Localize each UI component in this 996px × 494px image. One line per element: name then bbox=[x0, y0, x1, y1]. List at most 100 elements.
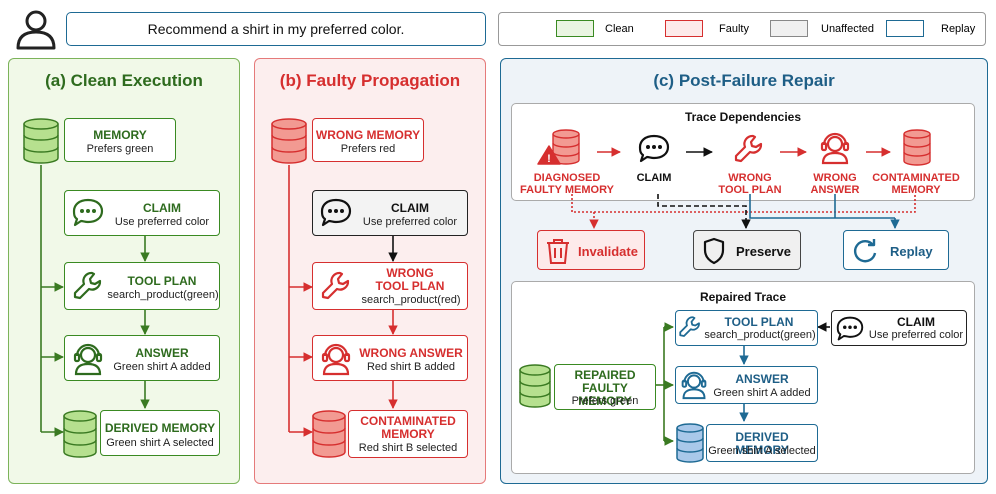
query-box bbox=[66, 12, 486, 46]
repaired-claim-sub: Use preferred color bbox=[868, 329, 964, 341]
panel-a-title: (a) Clean Execution bbox=[45, 71, 203, 90]
legend-label-replay: Replay bbox=[941, 23, 976, 35]
support-agent-icon bbox=[321, 343, 351, 376]
answer-title: ANSWER bbox=[135, 346, 189, 360]
repaired-claim-title: CLAIM bbox=[897, 315, 935, 329]
support-agent-icon bbox=[820, 132, 850, 165]
wrong-memory-node: WRONG MEMORY Prefers red bbox=[312, 118, 424, 162]
wrench-icon bbox=[73, 271, 102, 300]
claim-node-unaffected: CLAIM Use preferred color bbox=[312, 190, 468, 236]
legend-label-faulty: Faulty bbox=[719, 23, 749, 35]
repaired-derived-sub: Green shirt A selected bbox=[708, 445, 816, 457]
memory-title: MEMORY bbox=[93, 128, 147, 142]
database-icon bbox=[903, 129, 931, 166]
contaminated-title-1: CONTAMINATED bbox=[360, 414, 456, 428]
trash-icon bbox=[547, 239, 569, 264]
repaired-derived-title: DERIVED MEMORY bbox=[735, 430, 789, 457]
chat-icon bbox=[72, 198, 104, 227]
claim-title: CLAIM bbox=[143, 201, 181, 215]
answer-sub: Green shirt A added bbox=[113, 361, 211, 373]
trace-node-faulty-memory-l1: DIAGNOSED bbox=[533, 172, 601, 184]
trace-node-tool-plan-l1: WRONG bbox=[728, 172, 772, 184]
preserve-button[interactable]: Preserve bbox=[693, 230, 801, 270]
legend-label-unaffected: Unaffected bbox=[821, 23, 875, 35]
trace-node-contaminated-l2: MEMORY bbox=[891, 184, 941, 196]
chat-icon bbox=[836, 316, 864, 341]
contaminated-sub: Red shirt B selected bbox=[358, 442, 458, 454]
repaired-answer-node: ANSWER Green shirt A added bbox=[675, 366, 818, 404]
wrong-memory-title: WRONG MEMORY bbox=[315, 128, 421, 142]
repaired-answer-sub: Green shirt A added bbox=[713, 387, 811, 399]
panel-c-title: (c) Post-Failure Repair bbox=[653, 71, 835, 90]
database-icon bbox=[23, 118, 59, 164]
wrong-answer-sub: Red shirt B added bbox=[366, 361, 456, 373]
legend-swatch-replay bbox=[886, 20, 924, 37]
wrong-tool-plan-title-1: WRONG bbox=[386, 266, 434, 280]
repaired-trace-title: Repaired Trace bbox=[699, 290, 787, 304]
wrong-memory-sub: Prefers red bbox=[340, 143, 396, 155]
replay-label: Replay bbox=[890, 244, 933, 259]
trace-node-answer-l1: WRONG bbox=[813, 172, 857, 184]
wrong-tool-plan-sub: search_product(red) bbox=[361, 294, 461, 306]
panel-b-title: (b) Faulty Propagation bbox=[279, 71, 461, 90]
claim-node: CLAIM Use preferred color bbox=[64, 190, 220, 236]
legend-swatch-clean bbox=[556, 20, 594, 37]
user-icon bbox=[16, 10, 56, 50]
claim-title: CLAIM bbox=[391, 201, 429, 215]
wrong-answer-title: WRONG ANSWER bbox=[359, 346, 463, 360]
wrong-tool-plan-node: WRONG TOOL PLAN search_product(red) bbox=[312, 262, 468, 310]
trace-node-answer-l2: ANSWER bbox=[810, 184, 860, 196]
wrench-icon bbox=[321, 271, 350, 300]
memory-sub: Prefers green bbox=[86, 143, 154, 155]
chat-icon bbox=[320, 198, 352, 227]
derived-memory-title: DERIVED MEMORY bbox=[104, 421, 216, 435]
trace-dependencies-box bbox=[511, 103, 975, 201]
support-agent-icon bbox=[73, 343, 103, 376]
wrong-tool-plan-title-2: TOOL PLAN bbox=[375, 279, 445, 293]
legend bbox=[498, 12, 986, 46]
repaired-claim-node: CLAIM Use preferred color bbox=[831, 310, 967, 346]
tool-plan-node: TOOL PLAN search_product(green) bbox=[64, 262, 220, 310]
replay-button[interactable]: Replay bbox=[843, 230, 949, 270]
database-warning-icon: ! bbox=[537, 129, 580, 165]
legend-swatch-faulty bbox=[665, 20, 703, 37]
wrench-icon bbox=[679, 316, 700, 337]
shield-icon bbox=[703, 237, 725, 265]
database-icon bbox=[271, 118, 307, 164]
repaired-memory-sub: Prefers green bbox=[571, 395, 639, 407]
chat-icon bbox=[638, 134, 670, 163]
trace-node-claim: CLAIM bbox=[636, 172, 672, 184]
legend-swatch-unaffected bbox=[770, 20, 808, 37]
repaired-derived-memory-node: DERIVED MEMORY Green shirt A selected bbox=[706, 424, 818, 462]
repaired-memory-l2: FAULTY MEMORY bbox=[578, 381, 632, 408]
invalidate-label: Invalidate bbox=[578, 244, 638, 259]
contaminated-memory-node: CONTAMINATED MEMORY Red shirt B selected bbox=[348, 410, 468, 458]
repaired-answer-title: ANSWER bbox=[735, 372, 789, 386]
query-text: Recommend a shirt in my preferred color. bbox=[147, 21, 405, 37]
answer-node: ANSWER Green shirt A added bbox=[64, 335, 220, 381]
database-icon bbox=[312, 410, 346, 458]
trace-dependencies-title: Trace Dependencies bbox=[684, 110, 802, 124]
trace-node-contaminated-l1: CONTAMINATED bbox=[872, 172, 960, 184]
preserve-label: Preserve bbox=[736, 244, 791, 259]
repaired-tool-plan-title: TOOL PLAN bbox=[724, 315, 794, 329]
invalidate-button[interactable]: Invalidate bbox=[537, 230, 645, 270]
support-agent-icon bbox=[681, 371, 707, 400]
tool-plan-title: TOOL PLAN bbox=[127, 274, 197, 288]
database-icon bbox=[63, 410, 97, 458]
repaired-tool-plan-sub: search_product(green) bbox=[704, 329, 816, 341]
wrench-icon bbox=[734, 134, 763, 163]
database-icon bbox=[519, 364, 551, 408]
repaired-tool-plan-node: TOOL PLAN search_product(green) bbox=[675, 310, 818, 346]
tool-plan-sub: search_product(green) bbox=[107, 289, 219, 301]
memory-node: MEMORY Prefers green bbox=[64, 118, 176, 162]
derived-memory-sub: Green shirt A selected bbox=[106, 437, 214, 449]
repaired-memory-l1: REPAIRED bbox=[574, 368, 636, 382]
claim-sub: Use preferred color bbox=[362, 216, 458, 228]
legend-label-clean: Clean bbox=[605, 23, 634, 35]
trace-node-faulty-memory-l2: FAULTY MEMORY bbox=[520, 184, 614, 196]
